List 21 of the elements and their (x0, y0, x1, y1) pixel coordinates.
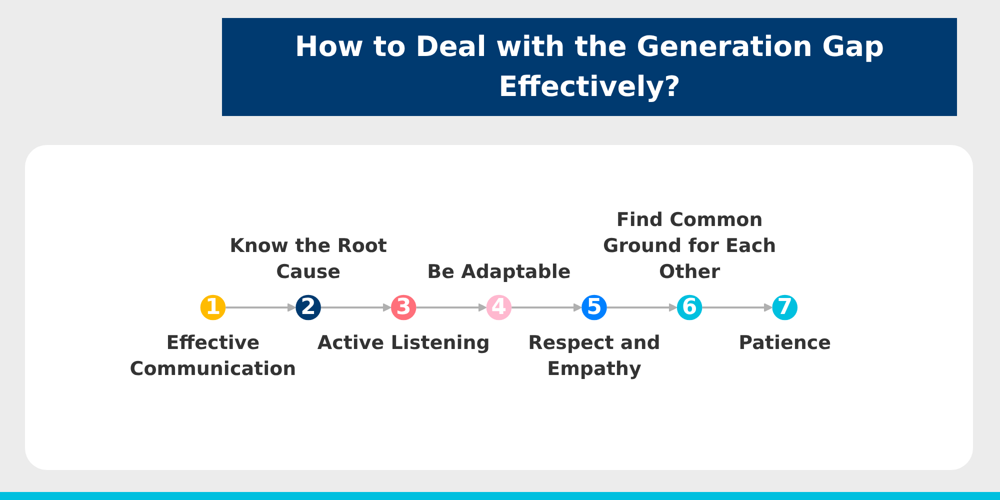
arrow (702, 303, 773, 312)
step-caption: Respect and Empathy (527, 331, 662, 382)
numbered-circle: 7 (772, 294, 798, 320)
numbered-circle: 3 (391, 294, 416, 320)
step-caption: Effective Communication (128, 331, 298, 382)
title-banner: How to Deal with the Generation Gap Effectively? (222, 18, 957, 116)
step-caption: Active Listening (317, 331, 490, 356)
numbered-circle: 4 (486, 294, 512, 320)
arrow (416, 303, 487, 312)
step-caption: Find Common Ground for Each Other (602, 208, 778, 285)
numbered-circle: 5 (582, 294, 607, 320)
step-caption: Know the Root Cause (228, 234, 388, 285)
numbered-circle: 1 (200, 294, 226, 320)
numbered-circle: 2 (296, 294, 322, 320)
step-caption: Be Adaptable (427, 260, 571, 285)
numbered-circle: 6 (676, 294, 702, 320)
arrow (226, 303, 296, 312)
arrow (321, 303, 392, 312)
step-caption: Patience (738, 331, 832, 356)
arrow (512, 303, 582, 312)
arrow (606, 303, 678, 312)
